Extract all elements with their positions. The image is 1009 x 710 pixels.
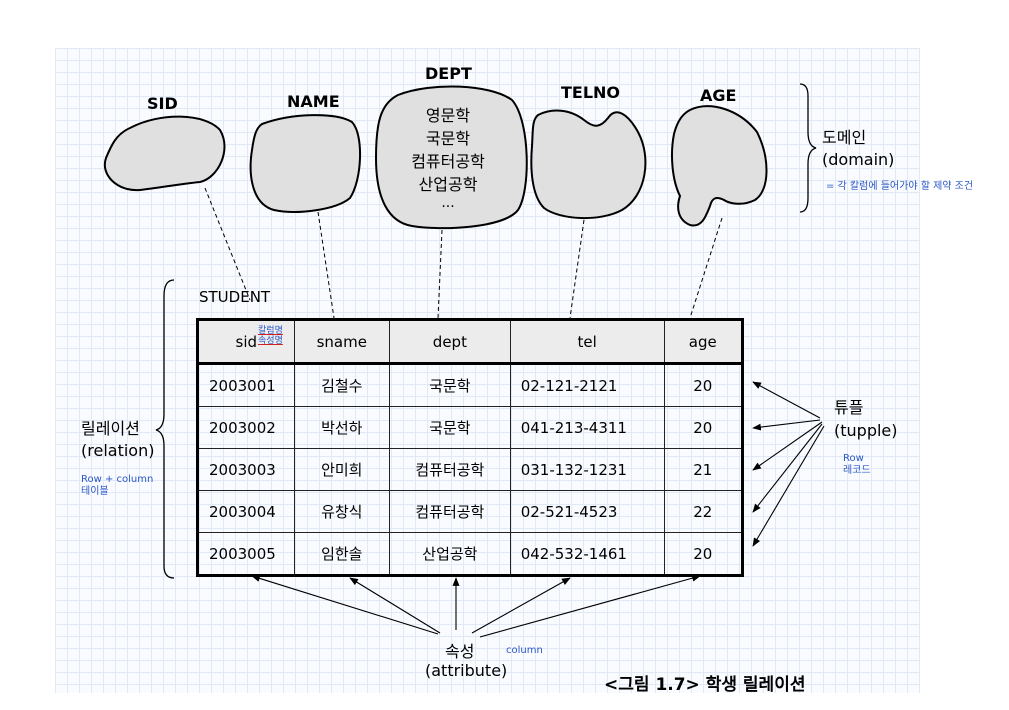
tuple-label-note-2: 레코드	[843, 465, 871, 476]
domain-label-title: 도메인	[822, 128, 867, 147]
domain-name-age: AGE	[700, 86, 737, 105]
cell-age: 20	[663, 532, 744, 576]
sid-annotation: 칼럼명 속성명	[258, 326, 283, 346]
cell-age: 20	[663, 406, 744, 449]
figure-caption: <그림 1.7> 학생 릴레이션	[604, 675, 806, 695]
cell-sname: 임한솔	[293, 532, 391, 576]
telno-domain-shape	[530, 109, 647, 219]
student-table: sid 칼럼명 속성명 sname dept tel age 2003001 김…	[196, 318, 744, 577]
dept-domain-values: 영문학 국문학 컴퓨터공학 산업공학 ...	[388, 104, 508, 210]
tuple-label-subtitle: (tupple)	[834, 421, 898, 440]
attribute-label-note: column	[506, 645, 543, 656]
column-header-dept: dept	[389, 319, 511, 365]
column-header-age: age	[663, 319, 744, 365]
dept-domain-shape	[374, 85, 528, 230]
table-header-row: sid 칼럼명 속성명 sname dept tel age	[197, 319, 744, 365]
table-row: 2003004 유창식 컴퓨터공학 02-521-4523 22	[197, 490, 744, 533]
cell-sid: 2003005	[197, 532, 295, 576]
domain-name-sid: SID	[147, 94, 178, 113]
cell-dept: 산업공학	[389, 532, 511, 576]
attribute-label-title: 속성	[445, 642, 475, 661]
sid-domain-shape	[103, 115, 226, 192]
relation-label-subtitle: (relation)	[81, 441, 155, 460]
cell-sname: 안미희	[293, 448, 391, 491]
dept-value: 국문학	[425, 129, 471, 148]
cell-tel: 042-532-1461	[509, 532, 665, 576]
column-header-tel: tel	[509, 319, 665, 365]
cell-age: 22	[663, 490, 744, 533]
cell-sid: 2003002	[197, 406, 295, 449]
relation-label-note-2: 테이블	[81, 486, 109, 497]
table-row: 2003003 안미희 컴퓨터공학 031-132-1231 21	[197, 448, 744, 491]
column-header-label: sid	[235, 332, 258, 351]
cell-sid: 2003003	[197, 448, 295, 491]
column-header-sname: sname	[293, 319, 391, 365]
cell-tel: 031-132-1231	[509, 448, 665, 491]
dept-value: 산업공학	[418, 175, 478, 194]
dept-value: 영문학	[425, 106, 471, 125]
cell-dept: 국문학	[389, 406, 511, 449]
cell-sname: 김철수	[293, 363, 391, 407]
cell-dept: 컴퓨터공학	[389, 490, 511, 533]
cell-age: 21	[663, 448, 744, 491]
domain-name-name: NAME	[287, 92, 340, 111]
cell-tel: 041-213-4311	[509, 406, 665, 449]
sid-note-attribute-name: 속성명	[258, 335, 283, 346]
table-row: 2003002 박선하 국문학 041-213-4311 20	[197, 406, 744, 449]
table-row: 2003005 임한솔 산업공학 042-532-1461 20	[197, 532, 744, 576]
relation-label-note-1: Row + column	[81, 474, 154, 485]
tuple-label-title: 튜플	[834, 398, 864, 417]
table-name: STUDENT	[199, 288, 271, 306]
domain-name-telno: TELNO	[561, 83, 621, 102]
cell-sid: 2003001	[197, 363, 295, 407]
relation-label-title: 릴레이션	[81, 419, 140, 438]
cell-dept: 국문학	[389, 363, 511, 407]
cell-tel: 02-521-4523	[509, 490, 665, 533]
cell-sid: 2003004	[197, 490, 295, 533]
dept-value-ellipsis: ...	[441, 195, 455, 211]
column-header-sid: sid 칼럼명 속성명	[197, 319, 295, 365]
tuple-label-note-1: Row	[843, 453, 864, 464]
name-domain-shape	[249, 114, 361, 213]
sid-note-column-name: 칼럼명	[258, 325, 283, 336]
domain-label-note: = 각 칼럼에 들어가야 할 제약 조건	[826, 181, 974, 192]
domain-brace	[799, 83, 817, 213]
age-domain-shape	[671, 105, 768, 227]
relation-brace	[155, 279, 175, 579]
domain-label-subtitle: (domain)	[822, 150, 895, 169]
cell-dept: 컴퓨터공학	[389, 448, 511, 491]
cell-tel: 02-121-2121	[509, 363, 665, 407]
cell-sname: 유창식	[293, 490, 391, 533]
dept-value: 컴퓨터공학	[411, 152, 485, 171]
cell-sname: 박선하	[293, 406, 391, 449]
table-row: 2003001 김철수 국문학 02-121-2121 20	[197, 363, 744, 407]
attribute-label-subtitle: (attribute)	[425, 661, 508, 680]
domain-name-dept: DEPT	[425, 64, 472, 83]
cell-age: 20	[663, 363, 744, 407]
